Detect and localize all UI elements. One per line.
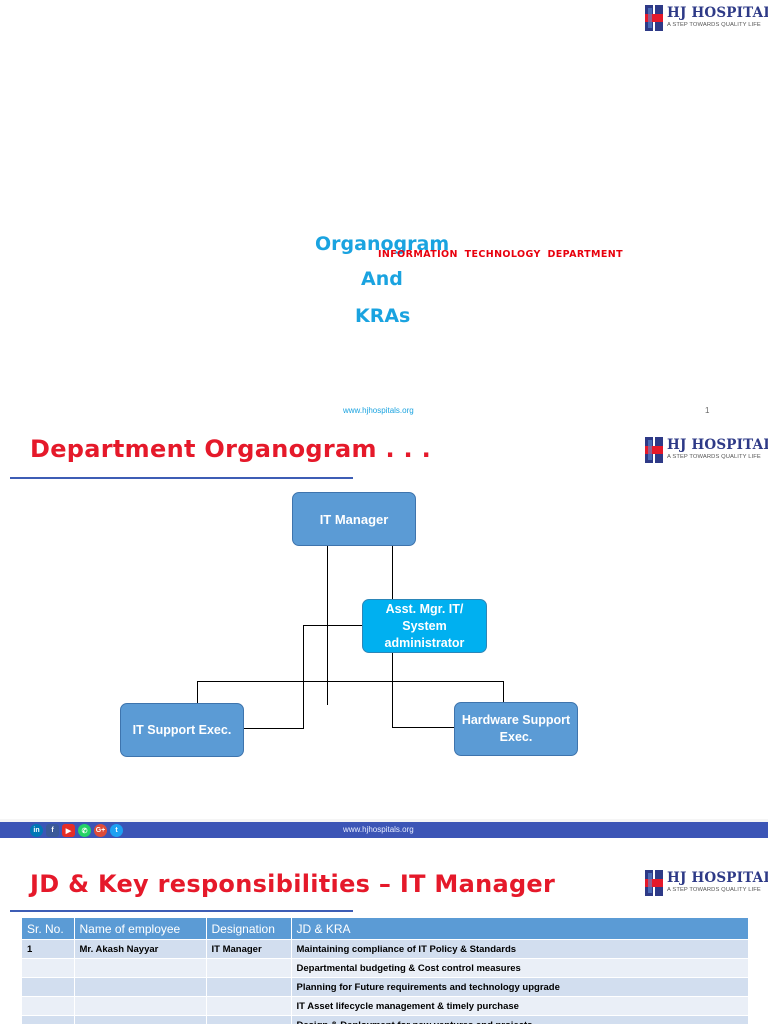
col-header-designation: Designation: [206, 918, 292, 940]
logo-tagline: A STEP TOWARDS QUALITY LIFE: [667, 887, 761, 893]
cell-employee-name: [74, 996, 207, 1016]
cell-designation: [206, 977, 292, 997]
node-it-manager: IT Manager: [292, 492, 416, 546]
connector-line: [303, 625, 362, 626]
node-it-support-exec: IT Support Exec.: [120, 703, 244, 757]
logo-brand: HJ HOSPITALS: [667, 5, 768, 21]
logo-brand: HJ HOSPITALS: [667, 870, 768, 886]
hj-hospitals-logo: HJ HOSPITALS A STEP TOWARDS QUALITY LIFE: [643, 868, 768, 900]
title-line-organogram: Organogram: [315, 233, 450, 255]
cell-jd-kra: Design & Deployment for new ventures and…: [291, 1015, 749, 1024]
cell-jd-kra: Maintaining compliance of IT Policy & St…: [291, 939, 749, 959]
facebook-icon[interactable]: f: [46, 824, 59, 837]
linkedin-icon[interactable]: in: [30, 824, 43, 837]
cell-jd-kra: Planning for Future requirements and tec…: [291, 977, 749, 997]
connector-line: [503, 681, 504, 702]
cell-sr-no: [22, 977, 75, 997]
cell-sr-no: 1: [22, 939, 75, 959]
organogram-slide: Department Organogram . . . HJ HOSPITALS…: [0, 424, 768, 824]
hospital-cross-icon: [645, 5, 663, 31]
connector-line: [197, 681, 198, 703]
table-row: Planning for Future requirements and tec…: [22, 977, 749, 997]
footer-url[interactable]: www.hjhospitals.org: [343, 825, 414, 834]
cell-designation: [206, 958, 292, 978]
google-plus-icon[interactable]: G+: [94, 824, 107, 837]
heading-underline: [10, 910, 353, 912]
department-subtitle: INFORMATION TECHNOLOGY DEPARTMENT: [378, 249, 624, 260]
slide-heading: Department Organogram . . .: [30, 435, 432, 463]
cell-employee-name: [74, 1015, 207, 1024]
connector-line: [392, 652, 393, 728]
slide-heading: JD & Key responsibilities – IT Manager: [30, 870, 556, 898]
col-header-jd-kra: JD & KRA: [291, 918, 749, 940]
title-line-and: And: [361, 268, 403, 290]
connector-line: [303, 625, 304, 729]
col-header-employee-name: Name of employee: [74, 918, 207, 940]
table-row: IT Asset lifecycle management & timely p…: [22, 996, 749, 1016]
footer-bar: in f ▶ ✆ G+ t www.hjhospitals.org: [0, 819, 768, 838]
logo-tagline: A STEP TOWARDS QUALITY LIFE: [667, 454, 761, 460]
title-slide: HJ HOSPITALS A STEP TOWARDS QUALITY LIFE…: [0, 0, 768, 424]
hospital-cross-icon: [645, 437, 663, 463]
table-header-row: Sr. No. Name of employee Designation JD …: [22, 918, 749, 940]
connector-line: [197, 681, 504, 682]
jd-kra-table: Sr. No. Name of employee Designation JD …: [22, 918, 749, 1024]
cell-designation: [206, 996, 292, 1016]
whatsapp-icon[interactable]: ✆: [78, 824, 91, 837]
page-number: 1: [705, 406, 710, 415]
youtube-icon[interactable]: ▶: [62, 824, 75, 837]
connector-line: [244, 728, 304, 729]
cell-sr-no: [22, 996, 75, 1016]
hj-hospitals-logo: HJ HOSPITALS A STEP TOWARDS QUALITY LIFE: [643, 3, 768, 35]
cell-employee-name: [74, 977, 207, 997]
cell-sr-no: [22, 1015, 75, 1024]
connector-line: [392, 546, 393, 601]
logo-tagline: A STEP TOWARDS QUALITY LIFE: [667, 22, 761, 28]
hospital-cross-icon: [645, 870, 663, 896]
logo-brand: HJ HOSPITALS: [667, 437, 768, 453]
cell-sr-no: [22, 958, 75, 978]
table-row: Departmental budgeting & Cost control me…: [22, 958, 749, 978]
col-header-sr-no: Sr. No.: [22, 918, 75, 940]
node-hardware-support-exec: Hardware Support Exec.: [454, 702, 578, 756]
cell-employee-name: [74, 958, 207, 978]
heading-underline: [10, 477, 353, 479]
hj-hospitals-logo: HJ HOSPITALS A STEP TOWARDS QUALITY LIFE: [643, 435, 768, 467]
node-asst-mgr-it: Asst. Mgr. IT/ System administrator: [362, 599, 487, 653]
connector-line: [392, 727, 454, 728]
cell-employee-name: Mr. Akash Nayyar: [74, 939, 207, 959]
cell-jd-kra: IT Asset lifecycle management & timely p…: [291, 996, 749, 1016]
table-row: 1 Mr. Akash Nayyar IT Manager Maintainin…: [22, 939, 749, 959]
social-icons: in f ▶ ✆ G+ t: [30, 824, 123, 837]
footer-url[interactable]: www.hjhospitals.org: [343, 406, 414, 415]
jd-kra-slide: JD & Key responsibilities – IT Manager H…: [0, 838, 768, 1024]
cell-jd-kra: Departmental budgeting & Cost control me…: [291, 958, 749, 978]
cell-designation: [206, 1015, 292, 1024]
cell-designation: IT Manager: [206, 939, 292, 959]
title-line-kras: KRAs: [355, 305, 411, 327]
twitter-icon[interactable]: t: [110, 824, 123, 837]
table-row: Design & Deployment for new ventures and…: [22, 1015, 749, 1024]
